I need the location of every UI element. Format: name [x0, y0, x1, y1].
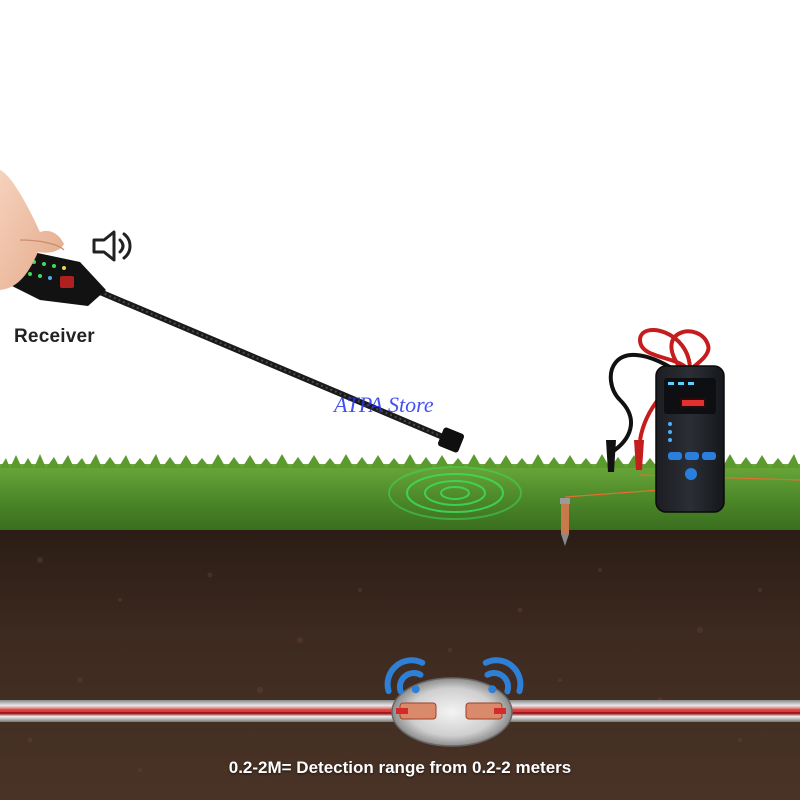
wifi-signal-icon [384, 657, 426, 695]
wifi-signal-icon [482, 657, 524, 695]
soil-texture [27, 557, 762, 772]
receiver-wand [4, 248, 465, 453]
transmitter-device [606, 328, 800, 513]
grass-blades [0, 454, 800, 468]
store-watermark: ATPA Store [334, 392, 434, 417]
detection-range-caption: 0.2-2M= Detection range from 0.2-2 meter… [228, 758, 572, 777]
hand [0, 170, 65, 290]
speaker-sound-icon [92, 230, 132, 262]
cable-break-point [391, 677, 513, 747]
probe-signal-waves [388, 466, 522, 520]
ground-stake [560, 489, 661, 546]
receiver-label: Receiver [14, 326, 95, 347]
